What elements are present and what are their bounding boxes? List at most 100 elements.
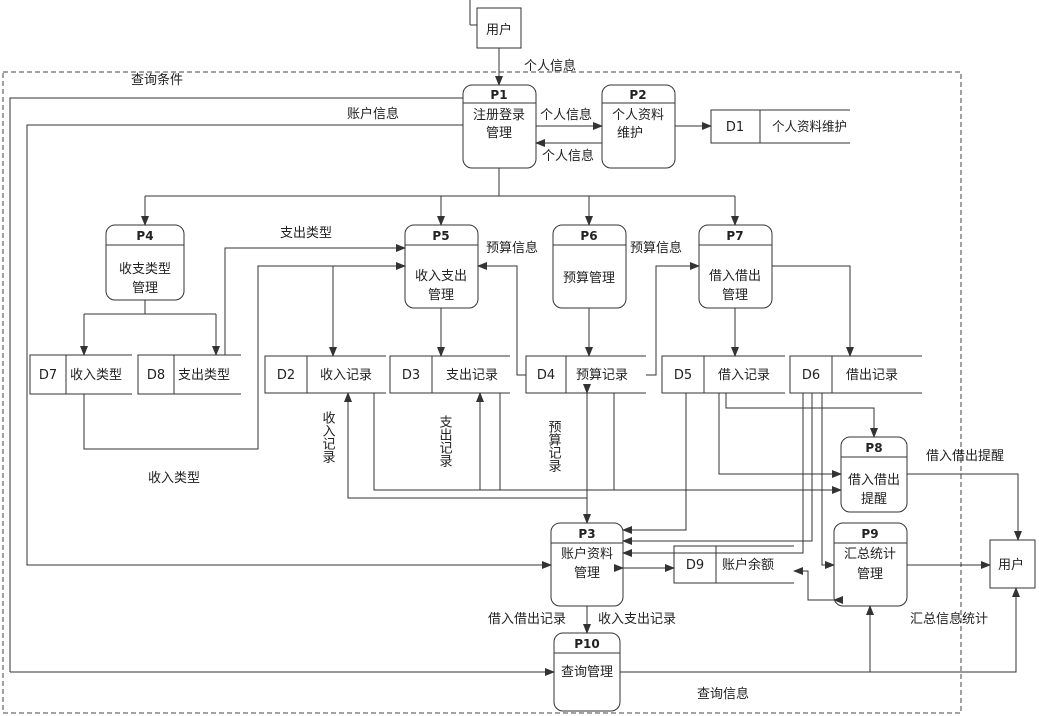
process-p1-line2: 管理 [486, 126, 512, 141]
process-p5-line2: 管理 [428, 288, 454, 303]
process-p10: P10 查询管理 [553, 632, 621, 712]
process-p10-id: P10 [574, 637, 600, 651]
process-p3-line1: 账户资料 [561, 546, 613, 562]
label-personal-info-from-p2: 个人信息 [542, 148, 594, 164]
store-d9-id: D9 [686, 558, 704, 573]
label-expense-record-vertical: 支出记录 [437, 415, 453, 467]
label-account-info: 账户信息 [347, 106, 399, 122]
process-p4: P4 收支类型 管理 [105, 224, 185, 301]
label-summary-stats: 汇总信息统计 [910, 611, 988, 627]
process-p3-id: P3 [578, 527, 595, 541]
flow-d9-p9 [793, 567, 843, 604]
label-borrow-record-flow: 借入借出记录 [488, 612, 566, 627]
process-p6-line1: 预算管理 [563, 271, 615, 286]
store-d8 [137, 354, 241, 395]
label-personal-info-to-p2: 个人信息 [540, 107, 592, 123]
store-d8-id: D8 [147, 368, 165, 383]
flow-d5-p3 [622, 393, 687, 534]
store-d2 [264, 355, 386, 394]
label-income-expense-record-flow: 收入支出记录 [598, 612, 676, 627]
store-d3-id: D3 [402, 368, 420, 383]
flow-d6-p3 [622, 393, 813, 545]
store-d3-name: 支出记录 [446, 368, 498, 383]
flow-income-record [344, 392, 587, 499]
store-d5-id: D5 [674, 368, 692, 383]
process-p10-line1: 查询管理 [561, 665, 613, 680]
process-p3: P3 账户资料 管理 [550, 522, 624, 607]
entity-user-top: 用户 [469, 0, 522, 49]
process-p4-line1: 收支类型 [119, 262, 171, 277]
process-p1-id: P1 [490, 88, 507, 102]
store-d3 [389, 355, 510, 394]
process-p6-id: P6 [580, 229, 597, 243]
process-p4-id: P4 [136, 229, 153, 243]
process-p9-id: P9 [861, 527, 878, 541]
flow-income-type [83, 262, 406, 450]
flow-d2-p8 [373, 393, 842, 494]
store-d8-name: 支出类型 [178, 368, 230, 383]
process-p1-line1: 注册登录 [473, 108, 525, 123]
process-p2-id: P2 [629, 88, 646, 102]
store-d6-name: 借出记录 [846, 368, 898, 383]
process-p5: P5 收入支出 管理 [404, 224, 479, 309]
label-income-record-vertical: 收入记录 [320, 411, 336, 463]
process-p3-line2: 管理 [574, 566, 600, 581]
label-query-conditions: 查询条件 [131, 72, 183, 88]
label-borrow-reminder: 借入借出提醒 [926, 448, 1004, 464]
process-p8: P8 借入借出 提醒 [840, 436, 908, 513]
process-p6: P6 预算管理 [552, 224, 627, 309]
flow-d6-p9 [622, 393, 804, 557]
process-p8-id: P8 [865, 441, 882, 455]
store-d2-name: 收入记录 [320, 368, 372, 383]
label-budget-record-vertical: 预算记录 [546, 420, 562, 472]
store-d2-id: D2 [277, 368, 295, 383]
process-p7: P7 借入借出 管理 [698, 224, 773, 309]
store-d6-id: D6 [802, 368, 820, 383]
flow-d6-p9b [821, 393, 835, 569]
store-d5-name: 借入记录 [718, 368, 770, 383]
store-d5 [661, 355, 785, 394]
store-d7-id: D7 [39, 368, 57, 383]
process-p7-line2: 管理 [722, 288, 748, 303]
entity-user-right: 用户 [989, 539, 1036, 589]
process-p8-line2: 提醒 [861, 491, 887, 507]
process-p7-id: P7 [726, 229, 743, 243]
store-d1-name: 个人资料维护 [772, 120, 847, 135]
entity-user-top-label: 用户 [486, 22, 512, 38]
label-query-info: 查询信息 [697, 686, 749, 702]
flow-d3-p8 [718, 393, 842, 478]
process-p2-line1: 个人资料 [612, 108, 664, 123]
store-d9-name: 账户余额 [722, 557, 774, 573]
process-p2-line2: 维护 [617, 126, 643, 141]
label-personal-info-top: 个人信息 [524, 58, 576, 74]
flow-query-conditions [9, 97, 463, 672]
flow-borrow-reminder [907, 473, 1022, 541]
flow-d5-p8 [725, 393, 878, 438]
process-p5-id: P5 [432, 229, 449, 243]
store-d1-id: D1 [726, 120, 744, 135]
process-p9-line2: 管理 [857, 567, 883, 582]
label-budget-info-p7: 预算信息 [630, 240, 682, 256]
flows [9, 48, 1022, 676]
flow-query-info [870, 587, 1020, 673]
entity-user-right-label: 用户 [998, 557, 1024, 573]
store-d6 [789, 355, 922, 394]
process-p2: P2 个人资料 维护 [601, 84, 676, 169]
store-d4-id: D4 [537, 368, 555, 383]
label-budget-info-p5: 预算信息 [486, 240, 538, 256]
flow-budget-info-p7 [646, 262, 700, 376]
process-p1: P1 注册登录 管理 [462, 84, 537, 169]
store-d7-name: 收入类型 [70, 368, 122, 383]
label-expense-type: 支出类型 [280, 226, 332, 241]
process-p5-line1: 收入支出 [415, 269, 467, 284]
process-p9: P9 汇总统计 管理 [833, 522, 908, 607]
flow-p5-d2 [329, 265, 405, 357]
flow-account-info [26, 124, 552, 569]
process-p4-line2: 管理 [132, 281, 158, 296]
process-p8-line1: 借入借出 [848, 473, 900, 488]
process-p9-line1: 汇总统计 [844, 547, 896, 562]
flow-p7-d6 [772, 265, 854, 357]
label-income-type: 收入类型 [148, 471, 200, 486]
flow-expense-type [224, 244, 406, 355]
store-d4-name: 预算记录 [576, 368, 628, 383]
